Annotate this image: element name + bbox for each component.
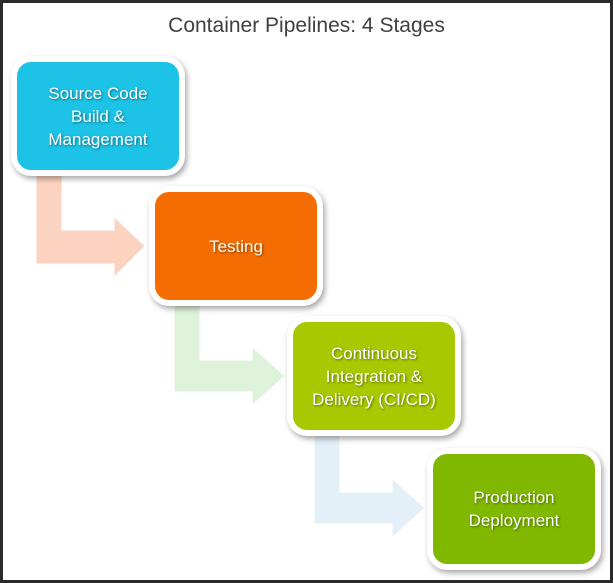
stage-testing: Testing bbox=[149, 186, 323, 306]
stage-label: Continuous Integration & Delivery (CI/CD… bbox=[312, 343, 436, 409]
stage-label: Testing bbox=[209, 236, 263, 256]
stage-source-code-build-management: Source Code Build & Management bbox=[11, 56, 185, 176]
stage-ci-cd: Continuous Integration & Delivery (CI/CD… bbox=[287, 316, 461, 436]
bent-arrow-2-to-3 bbox=[169, 297, 292, 416]
bent-arrow-3-to-4 bbox=[309, 429, 432, 548]
stage-label: Production Deployment bbox=[468, 488, 560, 530]
bent-arrow-1-to-2 bbox=[31, 165, 152, 289]
stage-label: Source Code Build & Management bbox=[48, 83, 148, 149]
diagram-title: Container Pipelines: 4 Stages bbox=[168, 14, 445, 37]
stage-production-deployment: Production Deployment bbox=[427, 448, 601, 570]
